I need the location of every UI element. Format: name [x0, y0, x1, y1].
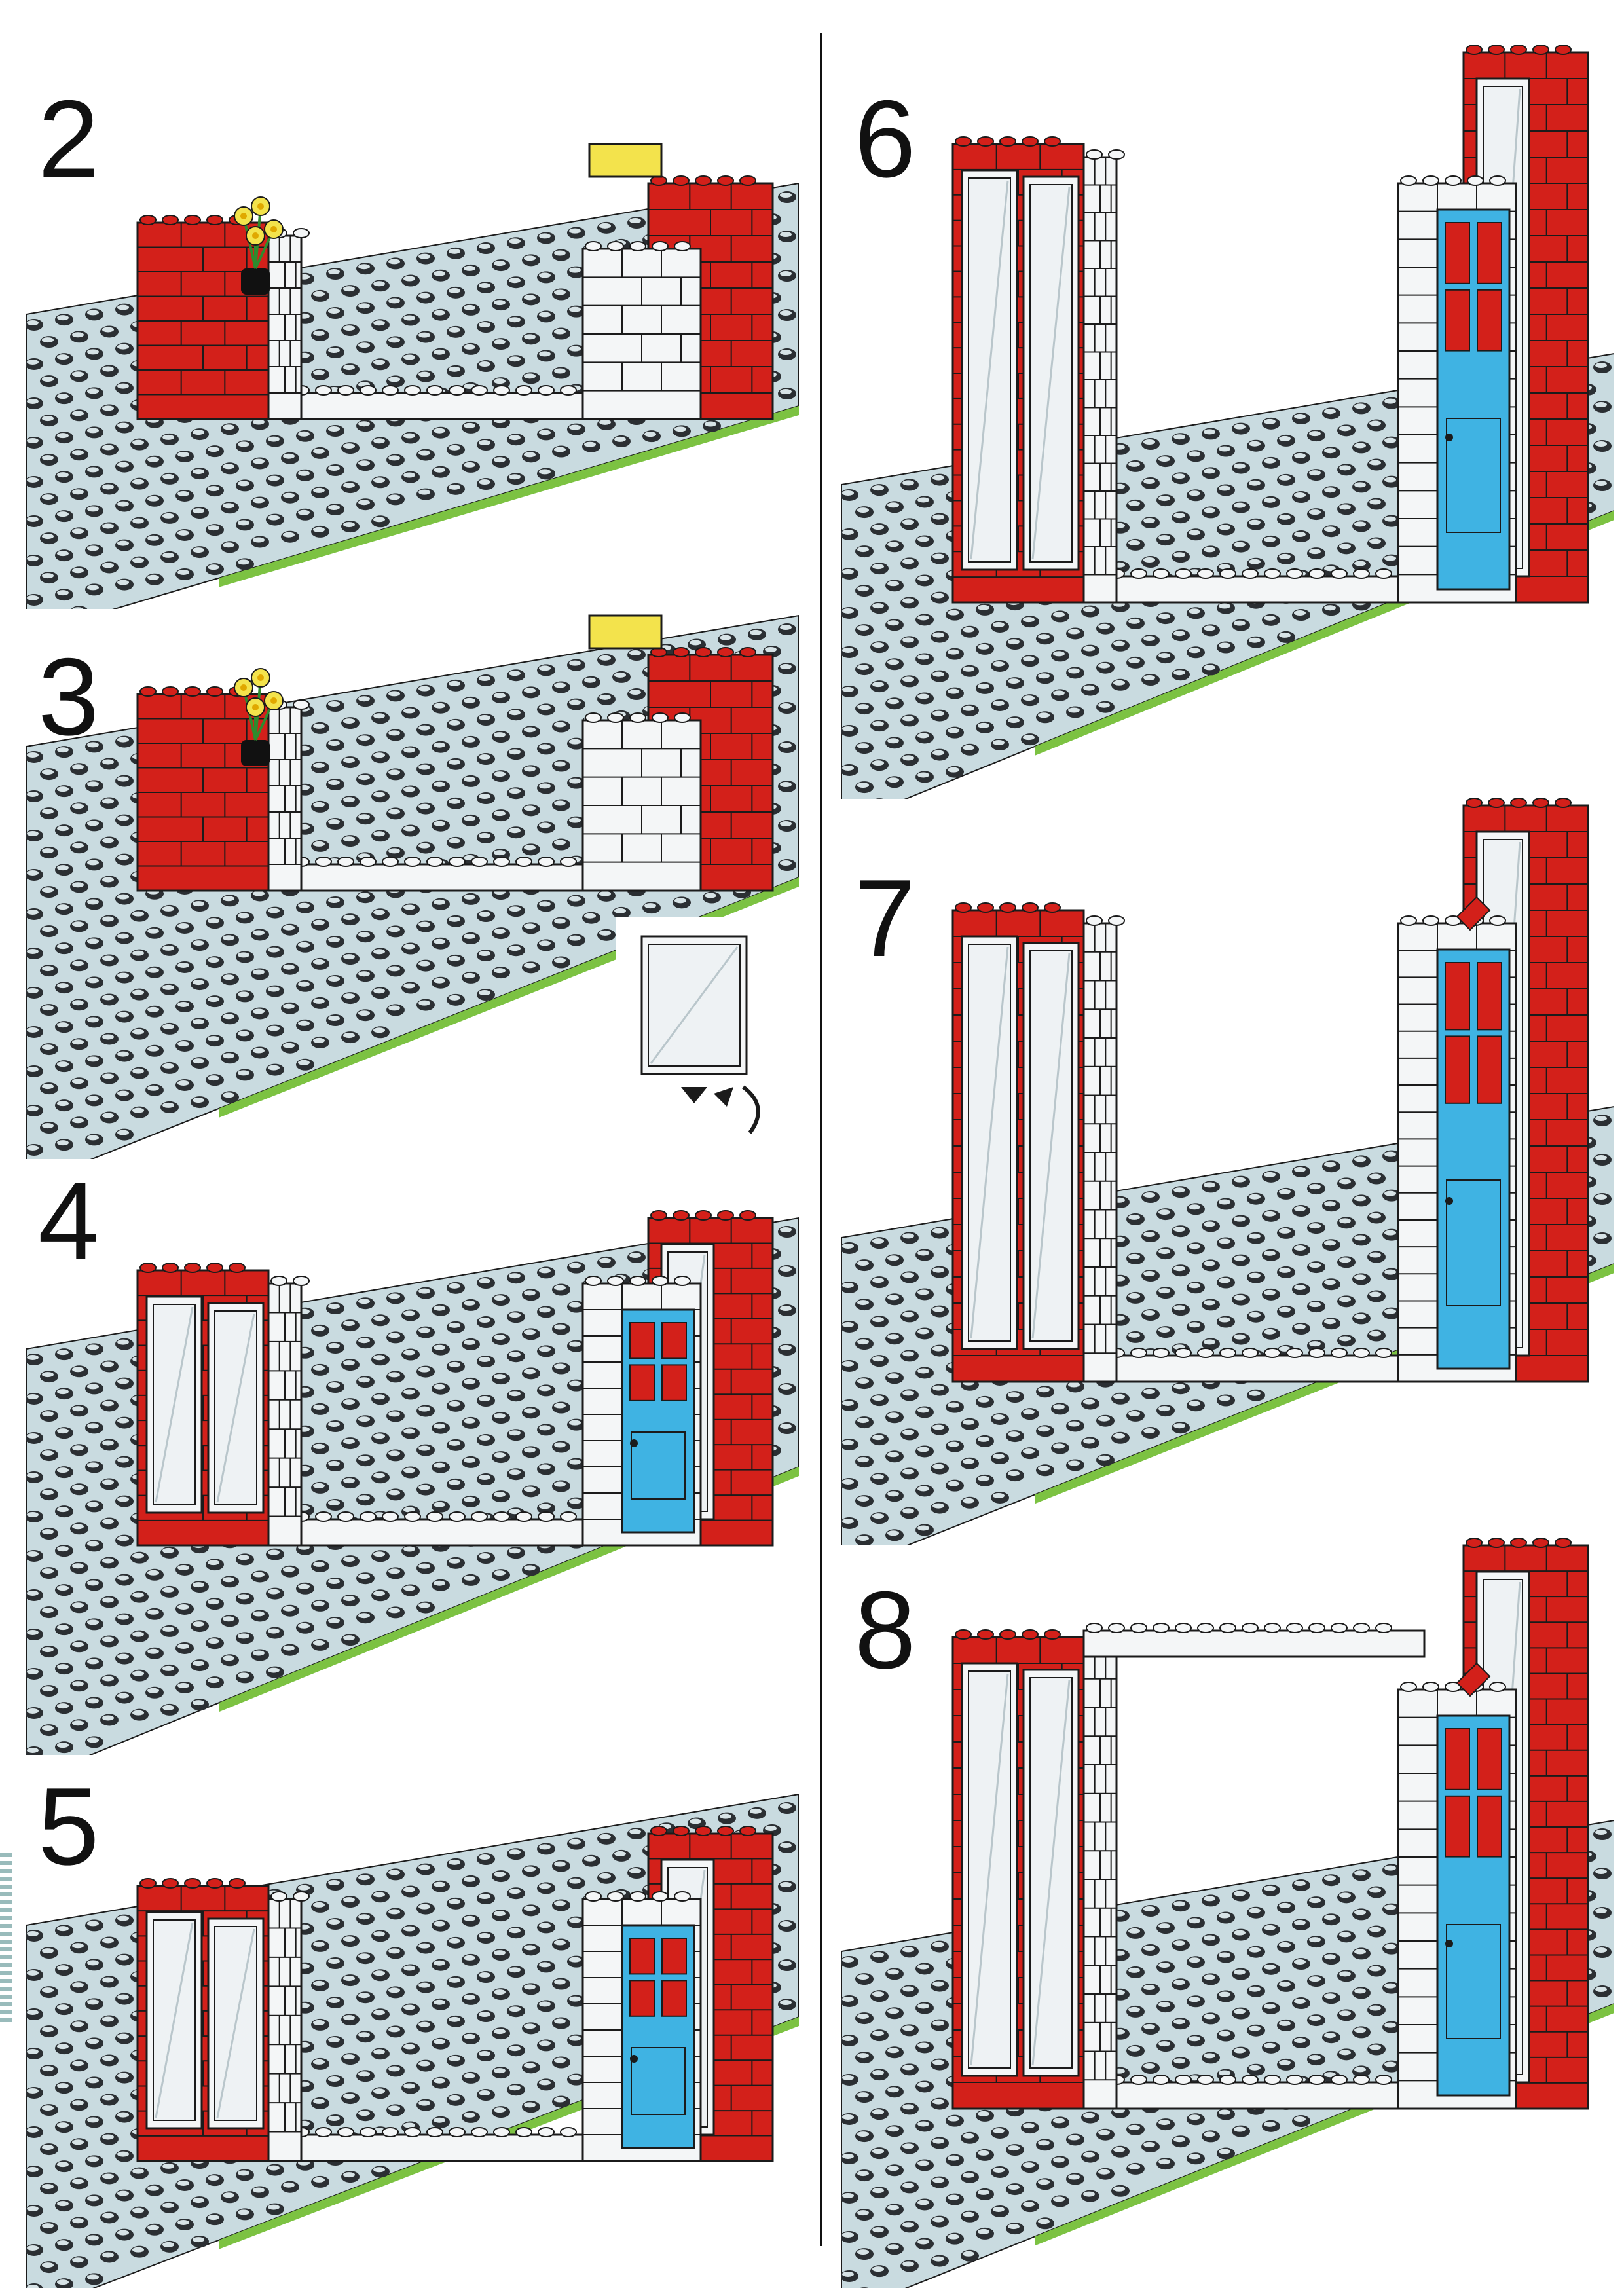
left-window-1 — [147, 1912, 202, 2128]
door-handle — [1445, 1940, 1453, 1947]
door-pane — [630, 1980, 654, 2016]
step-number-8: 8 — [855, 1575, 915, 1685]
door-pane — [662, 1365, 686, 1400]
door-pane — [1477, 1796, 1502, 1857]
door-handle — [630, 1439, 638, 1447]
door-pane — [1477, 1036, 1502, 1103]
step-number-4: 4 — [38, 1166, 99, 1276]
page-divider — [820, 33, 822, 2246]
left-window-2 — [208, 1303, 263, 1513]
yellow-tile — [589, 144, 661, 177]
door-handle — [1445, 1197, 1453, 1205]
door-pane — [1445, 223, 1469, 284]
step-panel-6 — [841, 13, 1614, 799]
door-pane — [1445, 1729, 1469, 1790]
door-pane — [1445, 1796, 1469, 1857]
door-pane — [662, 1938, 686, 1974]
step-number-2: 2 — [38, 84, 99, 194]
step-illustration-8 — [841, 1480, 1614, 2288]
door — [1437, 950, 1509, 1369]
white-floor-row — [268, 2128, 609, 2161]
step-number-6: 6 — [855, 84, 915, 194]
door — [622, 1925, 694, 2148]
door-panel — [1447, 1925, 1500, 2039]
white-right-wall — [583, 242, 701, 419]
left-window-1 — [962, 170, 1017, 570]
step-number-5: 5 — [38, 1771, 99, 1881]
step-number-3: 3 — [38, 642, 99, 752]
red-left-wall — [138, 215, 268, 419]
door — [622, 1310, 694, 1532]
door-pane — [1477, 1729, 1502, 1790]
step-illustration-6 — [841, 13, 1614, 799]
door-pane — [662, 1323, 686, 1358]
step-illustration-7 — [841, 727, 1614, 1545]
door-panel — [631, 1432, 685, 1499]
door-pane — [1477, 223, 1502, 284]
left-window-2 — [1024, 943, 1079, 1349]
door-pane — [1445, 290, 1469, 351]
door-pane — [662, 1980, 686, 2016]
red-left-wall — [138, 687, 268, 891]
left-window-2 — [1024, 1670, 1079, 2076]
door-pane — [1445, 1036, 1469, 1103]
left-window-1 — [147, 1297, 202, 1513]
door — [1437, 210, 1509, 589]
white-right-wall — [583, 713, 701, 891]
door-pane — [630, 1938, 654, 1974]
door-handle — [1445, 434, 1453, 441]
door-panel — [1447, 1180, 1500, 1306]
step-illustration-5 — [26, 1650, 799, 2288]
door-panel — [631, 2048, 685, 2114]
door — [1437, 1716, 1509, 2095]
left-window-2 — [208, 1919, 263, 2128]
left-window-1 — [962, 936, 1017, 1349]
door-panel — [1447, 418, 1500, 532]
door-pane — [1477, 963, 1502, 1029]
step-illustration-4 — [26, 1048, 799, 1755]
left-window-1 — [962, 1663, 1017, 2076]
step-panel-8 — [841, 1480, 1614, 2288]
door-pane — [1445, 963, 1469, 1029]
door-pane — [1477, 290, 1502, 351]
step-panel-5 — [26, 1650, 799, 2288]
step-panel-7 — [841, 727, 1614, 1545]
door-pane — [630, 1365, 654, 1400]
step-number-7: 7 — [855, 863, 915, 973]
step-panel-4 — [26, 1048, 799, 1755]
yellow-tile — [589, 616, 661, 648]
door-handle — [630, 2055, 638, 2063]
cropped-page-edge — [0, 1853, 12, 2023]
white-top-row — [1084, 1623, 1424, 1657]
door-pane — [630, 1323, 654, 1358]
left-window-2 — [1024, 177, 1079, 570]
